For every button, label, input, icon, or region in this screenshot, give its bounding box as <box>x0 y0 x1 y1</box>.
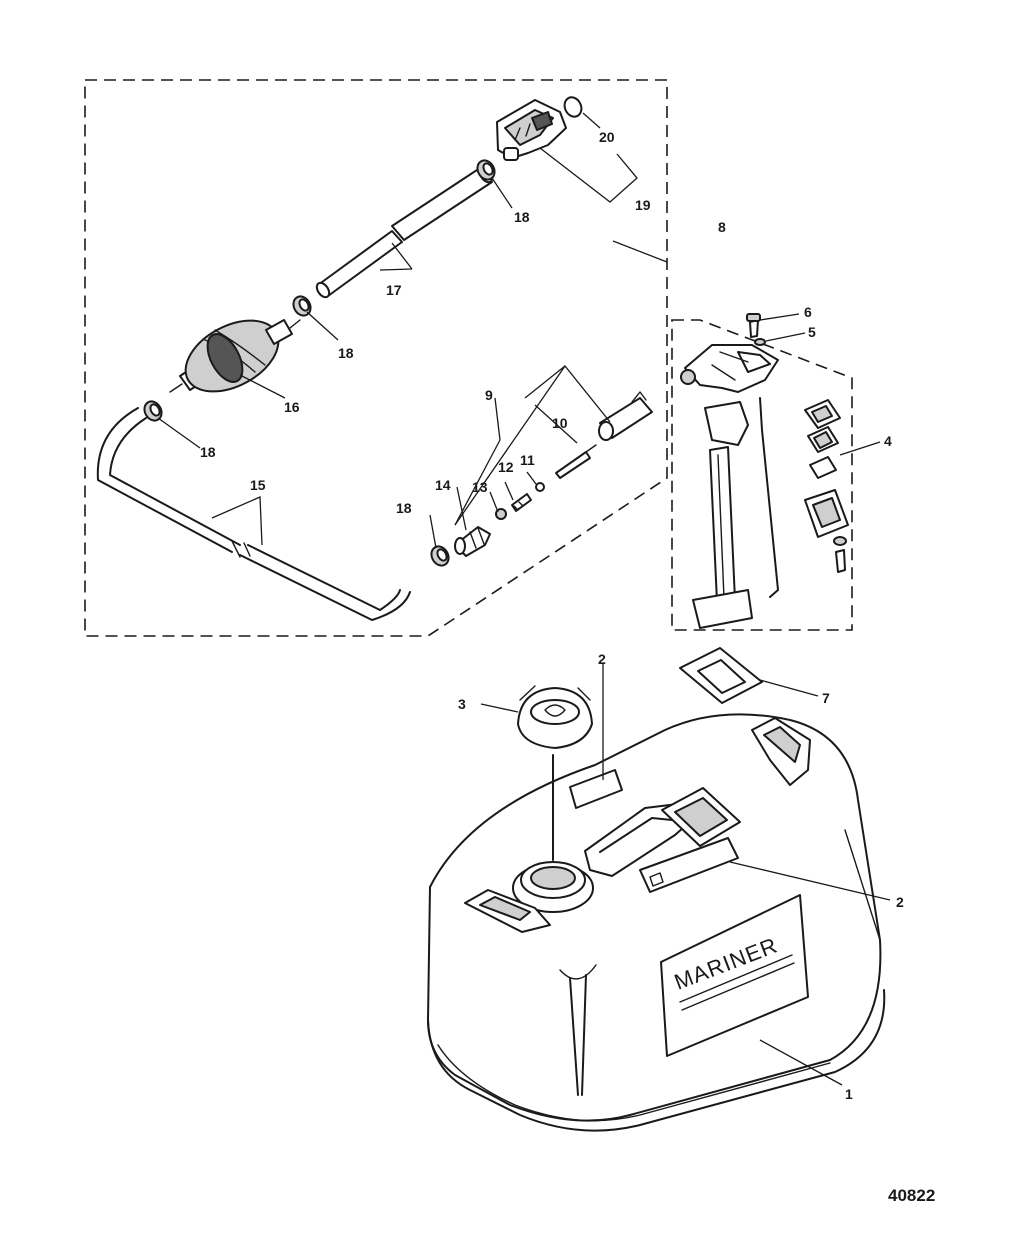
callout-14: 14 <box>435 477 451 493</box>
fuel-line-assembly-boundary <box>84 79 668 637</box>
callout-20: 20 <box>599 129 615 145</box>
callout-15: 15 <box>250 477 266 493</box>
callout-10: 10 <box>552 415 568 431</box>
hose-clamp-part <box>143 400 163 422</box>
callout-18-upper: 18 <box>514 209 530 225</box>
fitting-part <box>454 526 491 557</box>
small-o-ring-part <box>535 482 545 492</box>
fuel-gauge-parts <box>804 399 849 573</box>
tank-decal <box>660 894 809 1057</box>
callout-13: 13 <box>472 479 488 495</box>
callout-18-mid: 18 <box>338 345 354 361</box>
callout-2-top: 2 <box>598 651 606 667</box>
callout-1: 1 <box>845 1086 853 1102</box>
fuel-tank-part <box>427 713 886 1132</box>
leader-lines <box>157 112 891 1086</box>
primer-bulb-part <box>169 319 301 393</box>
lock-washer-part <box>754 338 766 346</box>
callout-2-right: 2 <box>896 894 904 910</box>
figure-number: 40822 <box>888 1186 935 1205</box>
callout-5: 5 <box>808 324 816 340</box>
decal-rule <box>679 954 795 1011</box>
lower-fuel-hose-part <box>96 407 411 621</box>
gasket-part <box>679 647 763 704</box>
callout-3: 3 <box>458 696 466 712</box>
callout-18-left: 18 <box>200 444 216 460</box>
hose-clamp-part <box>476 159 496 181</box>
screw-part <box>746 313 761 338</box>
callout-11: 11 <box>520 452 535 468</box>
fill-neck-part <box>512 861 594 913</box>
rear-handle-part <box>751 717 811 786</box>
callout-8: 8 <box>718 219 726 235</box>
callout-labels: 20 19 18 8 17 6 5 18 16 9 10 4 11 18 12 … <box>200 129 904 1102</box>
engine-connector-part <box>598 391 653 441</box>
pickup-mounting-pad <box>661 787 741 847</box>
vent-handle-part <box>464 889 551 933</box>
callout-18-lower: 18 <box>396 500 412 516</box>
spring-part <box>511 493 532 512</box>
info-decal <box>639 837 739 893</box>
callout-7: 7 <box>822 690 830 706</box>
fuel-cap-part <box>517 685 593 749</box>
hose-clamp-part <box>430 545 450 567</box>
upper-fuel-hose-part <box>315 166 494 299</box>
callout-4: 4 <box>884 433 892 449</box>
callout-6: 6 <box>804 304 812 320</box>
float-arm-part <box>759 397 779 598</box>
callout-17: 17 <box>386 282 402 298</box>
callout-19: 19 <box>635 197 651 213</box>
o-ring-part <box>563 96 583 118</box>
pickup-head-part <box>680 344 779 393</box>
hose-clamp-part <box>292 295 312 317</box>
callout-12: 12 <box>498 459 514 475</box>
warning-decal <box>569 769 623 809</box>
pickup-assembly-boundary <box>671 319 853 631</box>
callout-9: 9 <box>485 387 493 403</box>
pickup-tube-part <box>692 401 753 629</box>
valve-stem-part <box>555 444 597 479</box>
callout-16: 16 <box>284 399 300 415</box>
tank-connector-part <box>496 99 567 161</box>
